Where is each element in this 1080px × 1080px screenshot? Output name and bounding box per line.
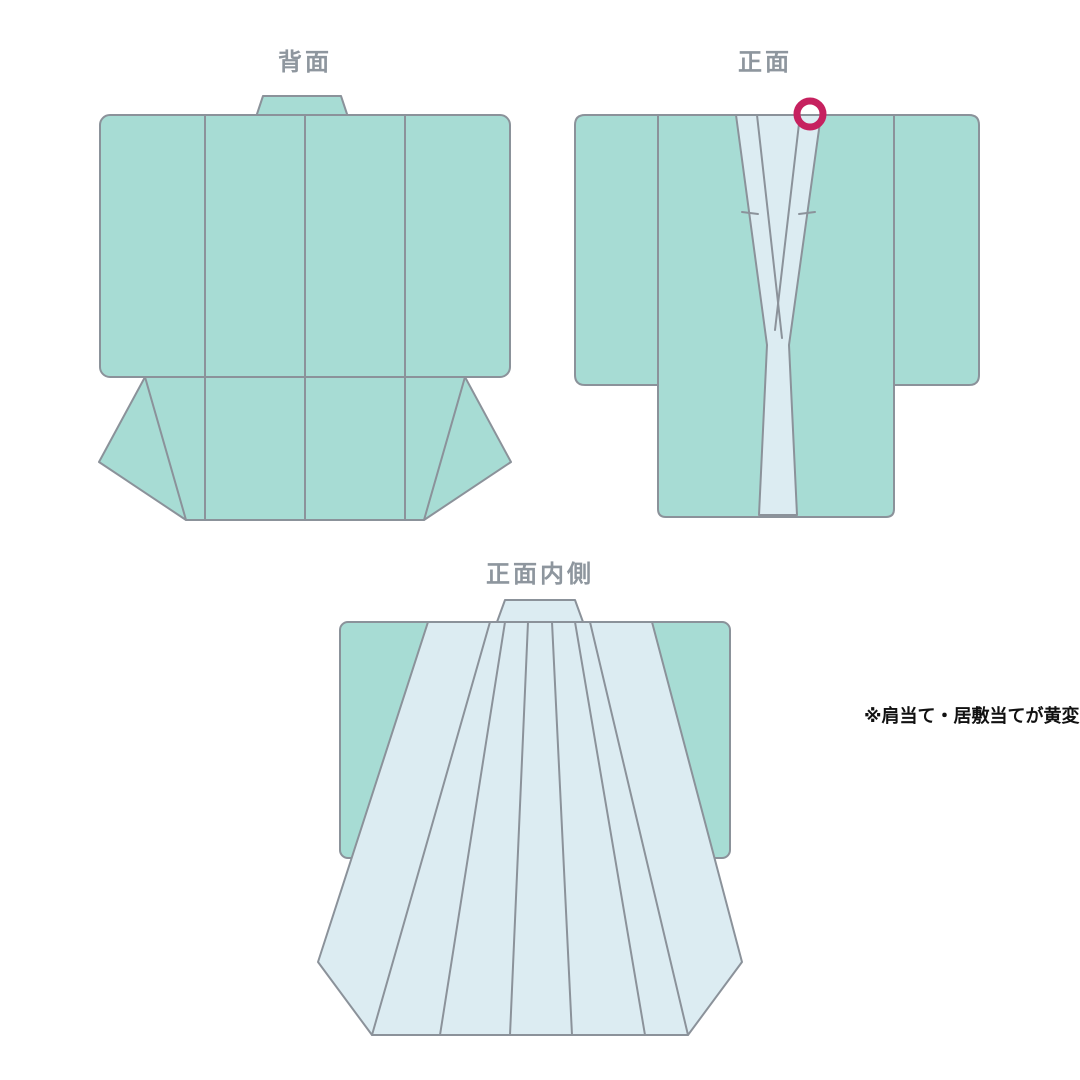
back-view-label: 背面 xyxy=(278,48,332,76)
inside-flare-seam-5 xyxy=(574,621,646,1036)
front-highlight-ring xyxy=(793,97,827,131)
inside-flare-seam-3 xyxy=(509,621,529,1036)
front-inside-view-label: 正面内側 xyxy=(486,560,594,588)
front-inside-view-figure xyxy=(317,599,743,1036)
inside-flare-seam-2 xyxy=(439,621,506,1036)
inside-flare-seam-6 xyxy=(589,621,689,1036)
front-left-shoulder-tick xyxy=(741,211,759,215)
back-skirt-left-seam xyxy=(144,376,187,521)
inside-collar xyxy=(496,599,584,623)
back-view-figure xyxy=(98,95,512,521)
front-right-shoulder-tick xyxy=(798,211,816,215)
condition-note: ※肩当て・居敷当てが黄変 xyxy=(864,706,1080,727)
front-right-collar-edge xyxy=(774,114,801,331)
front-view-label: 正面 xyxy=(738,48,792,76)
back-skirt-right-seam xyxy=(423,376,466,521)
inside-flare-seam-1 xyxy=(371,621,491,1036)
back-collar xyxy=(255,95,349,118)
inside-flare-seam-4 xyxy=(551,621,573,1036)
front-view-figure xyxy=(574,97,980,518)
